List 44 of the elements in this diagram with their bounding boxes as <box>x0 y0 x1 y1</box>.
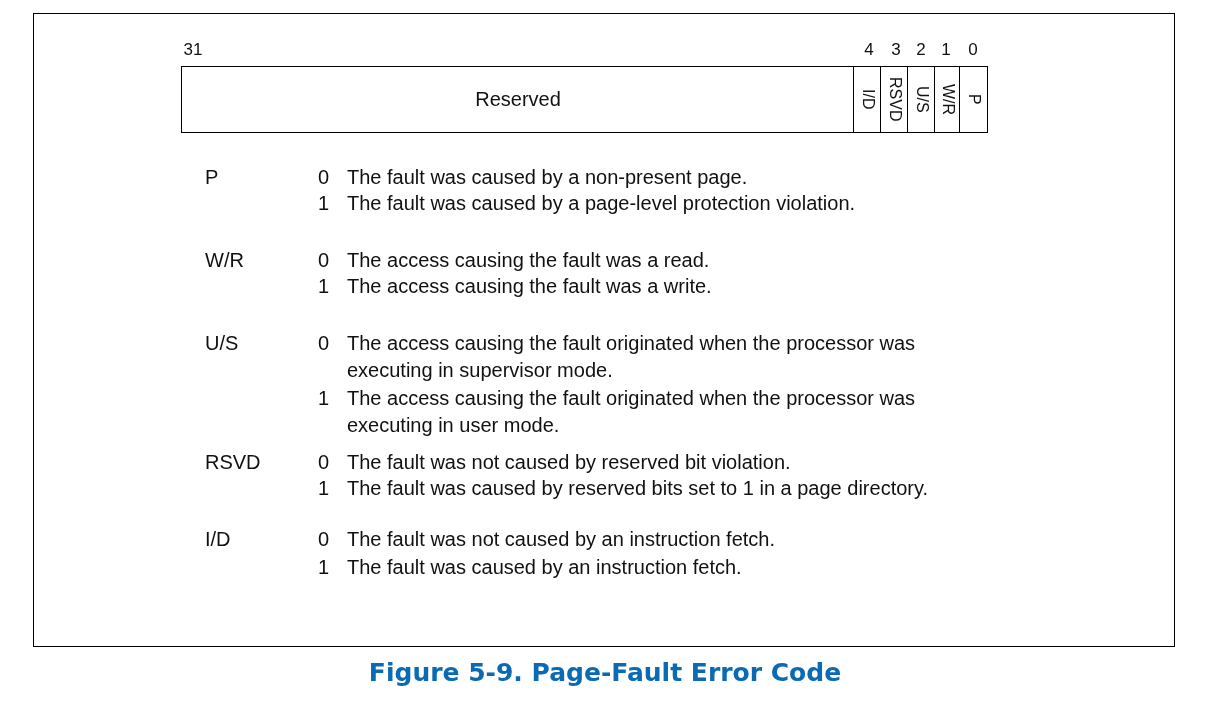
description-text: The access causing the fault was a write. <box>347 274 713 299</box>
figure-caption: Figure 5-9. Page-Fault Error Code <box>368 658 842 687</box>
bit-number: 1 <box>940 39 952 61</box>
bit-field <box>934 66 961 133</box>
bit-number: 0 <box>967 39 979 61</box>
field-label: RSVD <box>886 77 903 122</box>
bit-value: 0 <box>318 165 330 190</box>
field-label: P <box>965 94 982 105</box>
bit-value: 0 <box>318 527 330 552</box>
field-name: U/S <box>205 331 239 356</box>
bit-number: 2 <box>915 39 927 61</box>
description-text: The fault was caused by a page-level protection violation. <box>347 191 857 216</box>
bit-value: 1 <box>318 476 330 501</box>
field-name: I/D <box>205 527 231 552</box>
bit-value: 0 <box>318 450 330 475</box>
field-label: Reserved <box>475 88 561 111</box>
description-text: The access causing the fault originated when the processor was executing in user mode. <box>347 386 917 438</box>
field-name: W/R <box>205 248 244 273</box>
reserved-field <box>181 66 855 133</box>
bit-value: 1 <box>318 274 330 299</box>
bit-value: 0 <box>318 331 330 356</box>
bit-number: 31 <box>182 39 204 61</box>
field-label: I/D <box>859 89 876 110</box>
description-text: The fault was caused by reserved bits set to 1 in a page directory. <box>347 476 930 501</box>
description-text: The access causing the fault was a read. <box>347 248 711 273</box>
description-text: The fault was caused by a non-present page. <box>347 165 749 190</box>
field-label: U/S <box>913 86 930 113</box>
field-name: RSVD <box>205 450 261 475</box>
bit-field <box>907 66 936 133</box>
bit-field <box>880 66 909 133</box>
bit-number: 4 <box>863 39 875 61</box>
description-text: The fault was not caused by an instruction fetch. <box>347 527 777 552</box>
bit-field <box>959 66 988 133</box>
field-name: P <box>205 165 219 190</box>
bit-value: 1 <box>318 386 330 411</box>
bit-number: 3 <box>890 39 902 61</box>
description-text: The fault was not caused by reserved bit violation. <box>347 450 792 475</box>
field-label: W/R <box>939 83 956 116</box>
bit-value: 0 <box>318 248 330 273</box>
description-text: The fault was caused by an instruction fetch. <box>347 555 743 580</box>
bit-value: 1 <box>318 191 330 216</box>
bit-field <box>853 66 882 133</box>
description-text: The access causing the fault originated when the processor was executing in supervisor mode. <box>347 331 917 383</box>
bit-value: 1 <box>318 555 330 580</box>
